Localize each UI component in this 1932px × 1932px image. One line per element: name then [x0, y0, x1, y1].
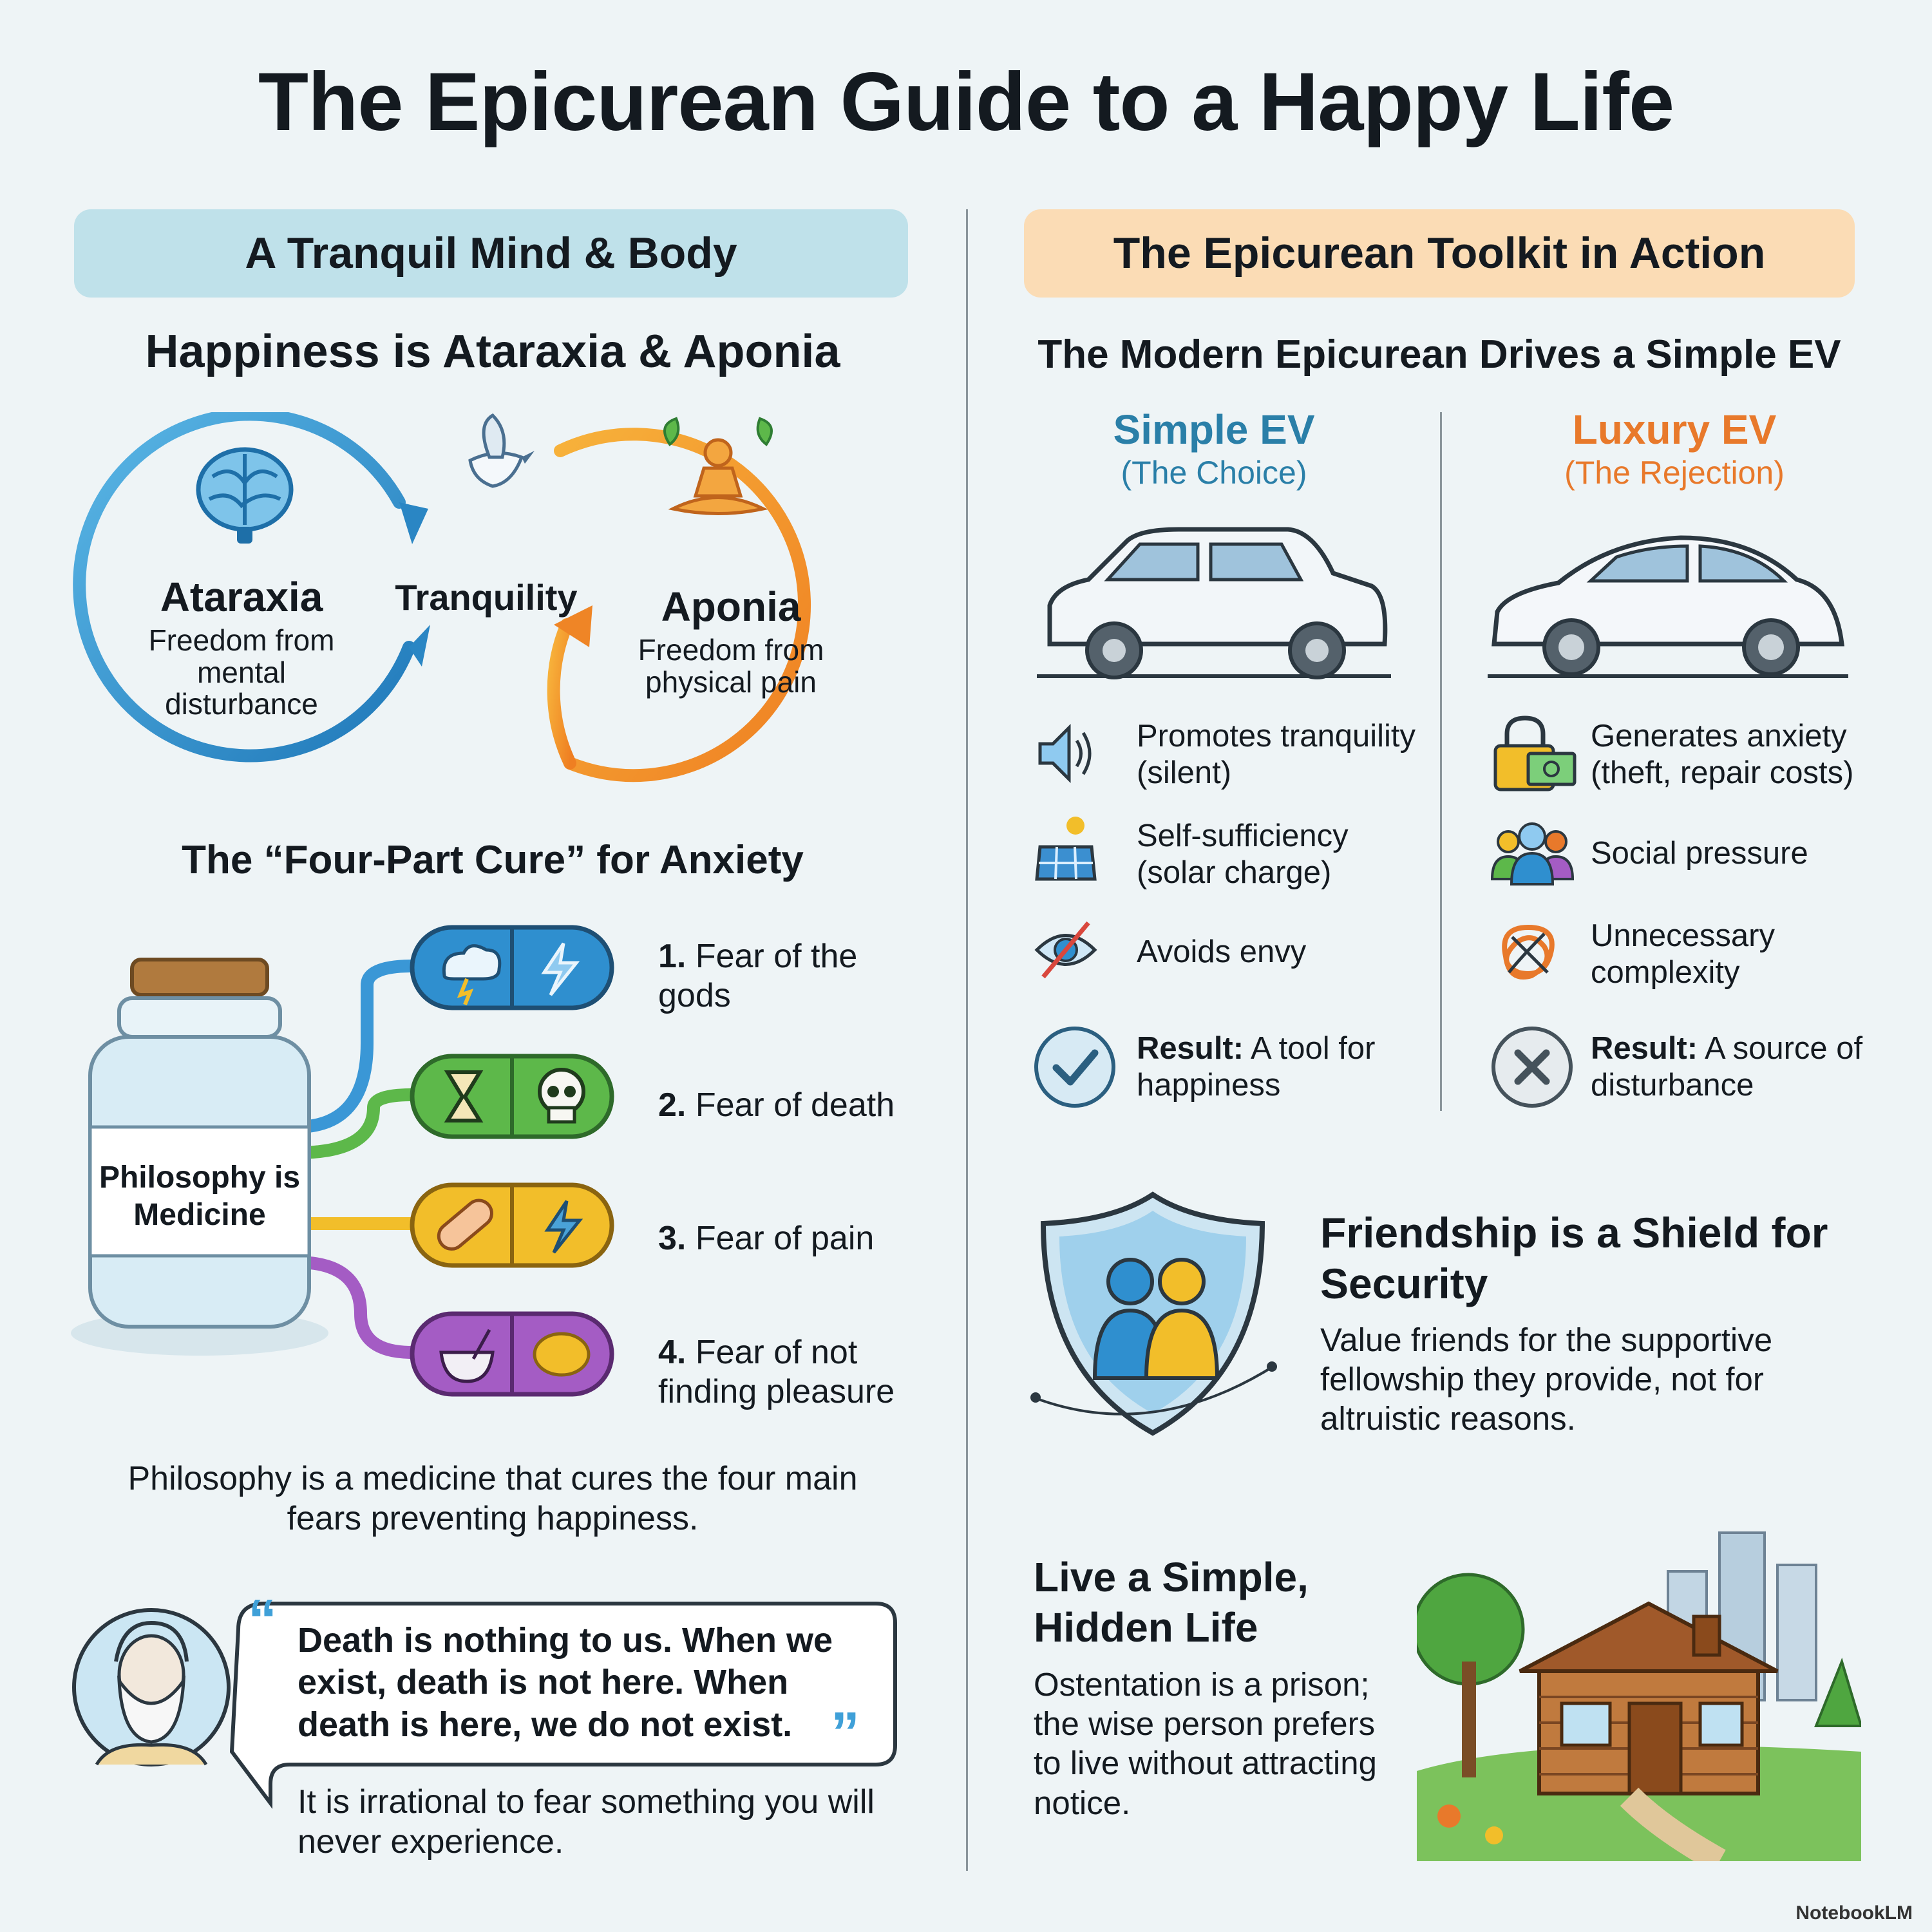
simple-result: Result: A tool for happiness: [1137, 1030, 1407, 1104]
four-part-cure-heading: The “Four-Part Cure” for Anxiety: [182, 838, 804, 882]
simple-result-label: Result:: [1137, 1031, 1244, 1066]
people-icon: [1490, 822, 1575, 886]
hidden-life-text: Ostentation is a prison; the wise person…: [1034, 1666, 1377, 1821]
cure-item-2-number: 2.: [658, 1086, 687, 1124]
quote-bubble: [72, 1602, 897, 1809]
ev-heading: The Modern Epicurean Drives a Simple EV: [1037, 332, 1841, 377]
cure-item-4: 4. Fear of not finding pleasure: [658, 1333, 929, 1412]
ataraxia-ring: [73, 412, 430, 762]
luxury-ev-subtitle: (The Rejection): [1564, 455, 1785, 491]
shield-icon: [1030, 1191, 1277, 1436]
page-title: The Epicurean Guide to a Happy Life: [258, 56, 1674, 148]
luxury-result-text: A source of disturbance: [1591, 1031, 1863, 1103]
cure-item-1: 1. Fear of the gods: [658, 937, 929, 1016]
aponia-label: Aponia: [661, 583, 801, 630]
cure-item-4-number: 4.: [658, 1334, 687, 1371]
storm-cloud-icon: [442, 944, 502, 981]
medicine-bottle: [71, 958, 328, 1356]
ataraxia-description: Freedom from mental disturbance: [148, 623, 335, 721]
brand-label: NotebookLM: [1795, 1902, 1913, 1924]
simple-feature-1: Promotes tranquility (silent): [1137, 719, 1416, 791]
simple-result-text: A tool for happiness: [1137, 1031, 1376, 1103]
cure-item-1-number: 1.: [658, 938, 687, 975]
simple-ev-title: Simple EV: [1113, 406, 1315, 453]
quote-note: It is irrational to fear something you w…: [298, 1783, 875, 1861]
friendship-text: Value friends for the supportive fellows…: [1320, 1321, 1773, 1437]
cure-item-4-text: Fear of not finding pleasure: [658, 1334, 895, 1411]
x-icon: [1492, 1027, 1573, 1108]
luxury-feature-2: Social pressure: [1591, 836, 1808, 871]
pill-gods: [410, 925, 614, 1010]
cure-item-2-text: Fear of death: [695, 1086, 895, 1124]
happiness-heading: Happiness is Ataraxia & Aponia: [145, 326, 840, 377]
luxury-ev-title: Luxury EV: [1572, 406, 1777, 453]
luxury-result: Result: A source of disturbance: [1591, 1030, 1868, 1104]
pill-death: [410, 1054, 614, 1139]
simple-ev-subtitle: (The Choice): [1121, 455, 1307, 491]
friendship-title: Friendship is a Shield for Security: [1320, 1209, 1828, 1308]
bowl-icon: [439, 1350, 495, 1383]
simple-ev-car: [1037, 527, 1391, 679]
quote-close-mark: ”: [831, 1701, 860, 1765]
skull-icon: [538, 1068, 585, 1124]
ev-divider: [1440, 412, 1442, 1111]
cure-item-3-number: 3.: [658, 1220, 687, 1257]
check-icon: [1034, 1027, 1115, 1108]
philosopher-icon: [72, 1608, 231, 1766]
medicine-diagram: [71, 925, 614, 1397]
crossed-eye-icon: [1034, 921, 1097, 979]
tangle-icon: [1502, 924, 1555, 980]
aponia-description: Freedom from physical pain: [638, 633, 824, 699]
hidden-life-title: Live a Simple, Hidden Life: [1034, 1554, 1309, 1651]
dove-icon: [468, 413, 535, 488]
connector-2: [296, 1088, 413, 1159]
quote-text: Death is nothing to us. When we exist, d…: [298, 1621, 833, 1744]
cure-item-3: 3. Fear of pain: [658, 1219, 929, 1258]
cure-item-1-text: Fear of the gods: [658, 938, 858, 1015]
connector-1: [296, 960, 413, 1133]
simple-feature-2: Self-sufficiency (solar charge): [1137, 819, 1349, 891]
left-section-band: A Tranquil Mind & Body: [74, 209, 908, 298]
pill-pleasure: [410, 1311, 614, 1397]
simple-feature-3: Avoids envy: [1137, 934, 1307, 969]
right-section-band: The Epicurean Toolkit in Action: [1024, 209, 1855, 298]
hourglass-icon: [444, 1070, 484, 1122]
luxury-result-label: Result:: [1591, 1031, 1698, 1066]
bottle-label: Philosophy is Medicine: [99, 1160, 301, 1232]
luxury-ev-car: [1488, 535, 1848, 678]
speaker-icon: [1038, 723, 1092, 784]
meditation-icon: [663, 417, 773, 515]
bandage-icon: [437, 1198, 493, 1251]
luxury-feature-1: Generates anxiety (theft, repair costs): [1591, 719, 1854, 791]
cure-item-3-text: Fear of pain: [695, 1220, 875, 1257]
pill-pain: [410, 1182, 614, 1268]
solar-panel-icon: [1035, 817, 1097, 881]
luxury-feature-3: Unnecessary complexity: [1591, 918, 1775, 990]
coin-icon: [533, 1332, 591, 1377]
lightning-icon: [544, 1200, 583, 1254]
cure-caption: Philosophy is a medicine that cures the …: [128, 1460, 858, 1538]
brain-icon: [196, 447, 294, 544]
cabin-icon: [1417, 1531, 1861, 1861]
connector-4: [296, 1256, 413, 1359]
lock-icon: [1493, 715, 1577, 791]
tranquility-label: Tranquility: [395, 577, 578, 618]
ataraxia-label: Ataraxia: [160, 574, 323, 620]
quote-open-mark: “: [248, 1588, 277, 1653]
column-divider: [966, 209, 968, 1871]
tranquility-cycle-diagram: [73, 412, 811, 782]
lightning-icon: [541, 942, 580, 996]
cure-item-2: 2. Fear of death: [658, 1086, 929, 1125]
